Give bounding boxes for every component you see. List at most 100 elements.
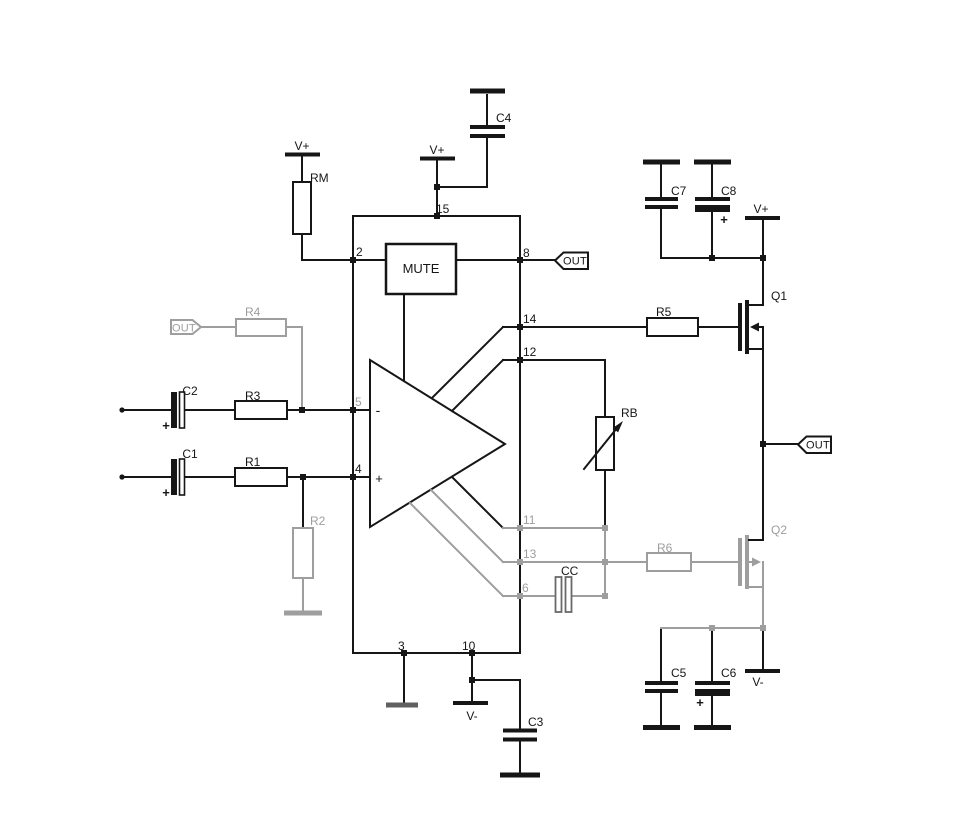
noninverting-input-mark: +: [375, 471, 383, 486]
pin-label-6: 6: [522, 581, 529, 595]
junction-dot: [350, 474, 356, 480]
cap-label: C1: [182, 447, 198, 461]
resistor-label: RB: [621, 406, 638, 420]
out-tag-label: OUT: [806, 440, 830, 452]
variable-arrowhead-icon: [612, 421, 623, 433]
resistor-rm: RM: [292, 171, 329, 235]
wire-pin6-diagonal: [408, 501, 505, 598]
polarity-plus-mark: +: [720, 212, 728, 227]
cap-label: C6: [721, 666, 737, 680]
resistor-body: [646, 317, 699, 337]
junction-dot: [300, 474, 306, 480]
resistor-r2: R2: [292, 514, 326, 579]
resistor-label: R1: [245, 455, 261, 469]
input-terminals: [119, 407, 125, 480]
vminus-rail-bottom: V-: [453, 701, 488, 723]
cap-label: C8: [721, 184, 737, 198]
resistor-r1: R1: [234, 455, 288, 487]
junction-dot: [517, 257, 523, 263]
junction-dot: [299, 407, 305, 413]
junction-dot: [602, 525, 608, 531]
capacitor-c7: C7: [645, 184, 687, 209]
cap-label: C3: [528, 715, 544, 729]
gray-channel-wires: [200, 326, 764, 629]
capacitor-c2: C2 +: [162, 384, 198, 433]
black-channel-wires: [121, 94, 799, 773]
capacitor-c3: C3: [503, 715, 544, 742]
pin-label-11: 11: [523, 513, 536, 527]
mute-label: MUTE: [403, 261, 440, 276]
cap-label: C2: [182, 384, 198, 398]
resistor-r4: R4: [235, 305, 287, 337]
capacitor-c5: C5: [645, 666, 687, 693]
polarity-plus-mark: +: [162, 418, 170, 433]
junction-dot: [469, 650, 475, 656]
transistor-label: Q2: [771, 523, 787, 537]
junction-dot: [434, 213, 440, 219]
out-tag-shape: [553, 251, 589, 270]
junction-dot: [469, 677, 475, 683]
cap-label: C5: [671, 666, 687, 680]
resistor-r3: R3: [234, 389, 288, 420]
nchannel-arrow-icon: [750, 322, 759, 332]
cap-label: CC: [561, 564, 579, 578]
cap-label: C4: [496, 111, 512, 125]
junction-dot: [602, 593, 608, 599]
vminus-label: V-: [752, 675, 763, 689]
junction-dot: [517, 593, 523, 599]
resistor-label: R2: [310, 514, 326, 528]
pin-label-12: 12: [523, 345, 537, 359]
pchannel-arrow-icon: [752, 557, 761, 567]
resistor-label: R3: [245, 389, 261, 403]
resistor-body: [234, 467, 288, 487]
junction-dot: [350, 407, 356, 413]
out-tag-shape: [796, 435, 832, 454]
grounds: [284, 88, 731, 778]
polarity-plus-mark: +: [696, 695, 704, 710]
opamp-symbol: [369, 358, 507, 529]
resistor-r5: R5: [646, 305, 699, 337]
out-tag-shape: [170, 319, 203, 335]
junction-dot: [517, 357, 523, 363]
junction-dot: [709, 255, 715, 261]
vplus-label: V+: [294, 139, 309, 153]
vplus-label: V+: [753, 202, 768, 216]
vminus-rail-right: V-: [745, 669, 780, 689]
pin-label-10: 10: [462, 639, 476, 653]
junction-dot: [760, 625, 766, 631]
out-tag-output: OUT: [796, 435, 832, 454]
pin-label-4: 4: [355, 462, 362, 476]
resistor-rb-variable: RB: [582, 406, 638, 471]
resistor-body: [292, 527, 314, 579]
cap-plate: [564, 576, 573, 613]
capacitor-c6: C6 +: [695, 666, 737, 710]
cap-label: C7: [671, 184, 687, 198]
vplus-rail-mid: V+: [420, 143, 455, 161]
cap-plate: [178, 458, 186, 496]
pin-label-15: 15: [436, 202, 450, 216]
wire-pin14-diagonal: [430, 325, 505, 400]
junction-dot: [517, 525, 523, 531]
junction-dot: [760, 255, 766, 261]
resistor-body: [235, 318, 287, 337]
capacitor-c1: C1 +: [162, 447, 198, 500]
resistor-body: [292, 181, 312, 235]
capacitor-c8: C8 +: [695, 184, 737, 227]
pin-label-5: 5: [355, 395, 362, 409]
out-tag-label: OUT: [563, 256, 587, 268]
resistor-label: RM: [310, 171, 329, 185]
variable-arrow: [582, 426, 619, 471]
junction-dot: [760, 441, 766, 447]
pin-label-2: 2: [356, 245, 363, 259]
junction-dot: [517, 324, 523, 330]
pin-label-14: 14: [523, 312, 537, 326]
input-terminal-icon: [119, 474, 125, 480]
junction-dot: [709, 625, 715, 631]
cap-plate-polarized: [171, 459, 177, 495]
inverting-input-mark: -: [376, 402, 381, 418]
pin-label-8: 8: [523, 246, 530, 260]
capacitor-c4: C4: [470, 111, 512, 138]
polarity-plus-mark: +: [162, 485, 170, 500]
resistor-r6: R6: [646, 541, 692, 572]
